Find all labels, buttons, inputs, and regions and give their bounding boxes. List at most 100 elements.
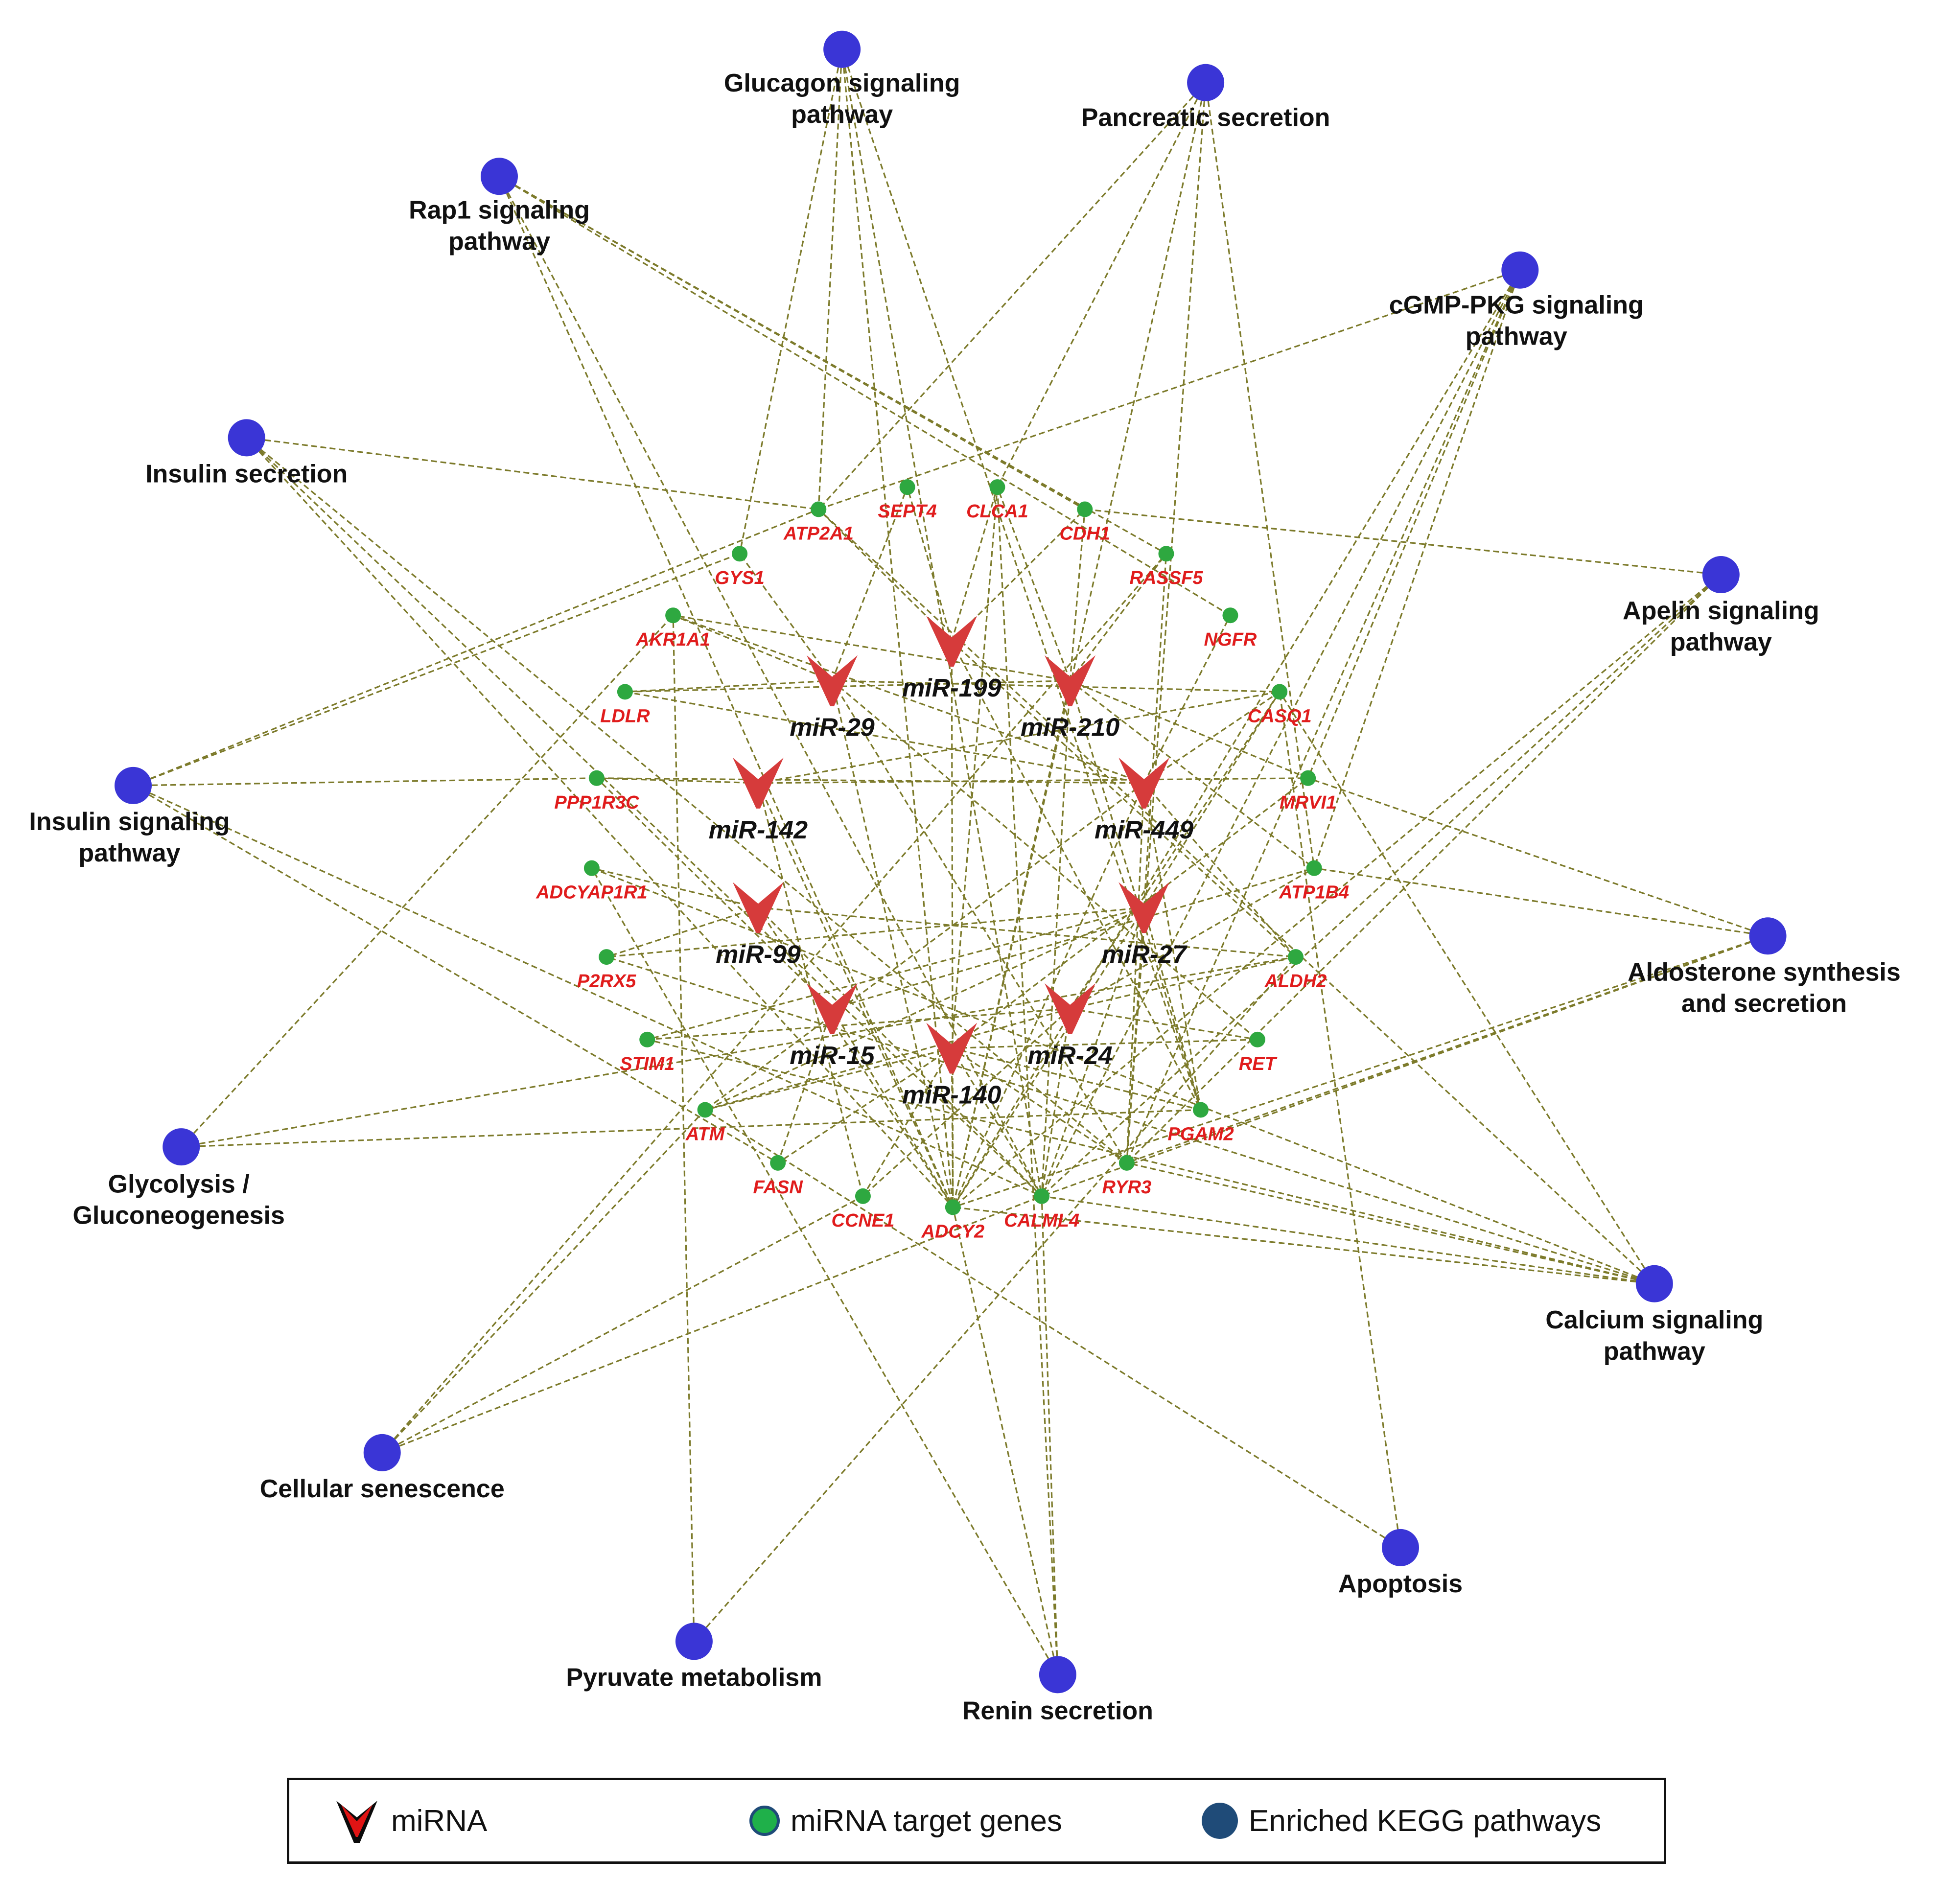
pathway-label-apelin: Apelin signaling [1623, 597, 1819, 625]
mirna-node-mir-142 [732, 757, 784, 809]
edge-mir-199-adcy2 [951, 641, 954, 1207]
gene-node-ngfr [1222, 607, 1238, 624]
edge-mir-24-casq1 [1069, 691, 1281, 1009]
pathway-label-insulin_sec: Insulin secretion [145, 460, 348, 488]
gene-label-mrvi1: MRVI1 [1280, 792, 1336, 813]
mirna-label-mir-29: miR-29 [790, 714, 874, 742]
edge-senescence-rassf5 [381, 553, 1167, 1453]
edge-calcium-calml4 [1041, 1195, 1655, 1285]
edge-mir-210-clca1 [996, 487, 1071, 681]
edge-senescence-atm [381, 1109, 706, 1453]
pathway-node-calcium [1635, 1265, 1673, 1302]
gene-node-clca1 [989, 479, 1005, 495]
gene-label-ngfr: NGFR [1204, 629, 1257, 650]
edge-pancreatic-atp2a1 [818, 82, 1207, 510]
mirna-label-mir-99: miR-99 [716, 940, 800, 969]
mirna-node-mir-449 [1118, 757, 1170, 809]
mirna-label-mir-15: miR-15 [790, 1042, 875, 1070]
edge-mir-24-calml4 [1041, 1008, 1071, 1197]
gene-label-fasn: FASN [753, 1177, 803, 1198]
pathway-node-rap1 [480, 158, 518, 195]
edge-senescence-calml4 [382, 1195, 1042, 1454]
mirna-label-mir-140: miR-140 [902, 1081, 1001, 1110]
edge-mir-140-adcy2 [951, 1048, 954, 1207]
edge-mir-99-p2rx5 [606, 906, 759, 958]
mirna-node-mir-199 [926, 616, 978, 667]
edge-mir-210-mrvi1 [1070, 680, 1308, 779]
edge-mir-24-stim1 [647, 1008, 1071, 1041]
gene-label-clca1: CLCA1 [966, 501, 1028, 522]
edge-mir-99-aldh2 [758, 906, 1296, 958]
gene-label-sept4: SEPT4 [878, 501, 936, 522]
edge-apoptosis-casq1 [1279, 692, 1401, 1548]
edge-insulin_sig-atp2a1 [133, 509, 819, 787]
mirna-label-mir-449: miR-449 [1095, 816, 1193, 844]
edge-mir-199-sept4 [907, 487, 953, 642]
gene-node-atm [697, 1102, 713, 1118]
edge-insulin_sig-ppp1r3c [133, 777, 597, 787]
mirna-label-mir-142: miR-142 [709, 816, 808, 844]
gene-label-stim1: STIM1 [620, 1054, 675, 1074]
edge-glucagon-atp2a1 [817, 49, 843, 510]
edge-mir-27-ryr3 [1126, 907, 1145, 1163]
legend-item-mirna: miRNA [333, 1780, 487, 1861]
legend: miRNA miRNA target genes Enriched KEGG p… [287, 1778, 1666, 1864]
edge-mir-142-mrvi1 [758, 777, 1308, 784]
edge-insulin_sig-fasn [133, 785, 778, 1164]
edge-cgmp-ryr3 [1126, 270, 1521, 1163]
edge-cgmp-atp2a1 [818, 269, 1520, 511]
edge-mir-29-akr1a1 [673, 614, 833, 682]
gene-node-fasn [770, 1155, 786, 1171]
pathway-node-cgmp [1501, 251, 1539, 289]
pathway-label-glycolysis: Glycolysis / [108, 1170, 250, 1199]
edge-calcium-atp2a1 [818, 509, 1655, 1284]
mirna-label-mir-27: miR-27 [1101, 940, 1187, 969]
gene-label-atm: ATM [685, 1124, 725, 1144]
gene-node-calml4 [1034, 1188, 1050, 1204]
pathway-label-aldosterone: Aldosterone synthesis [1628, 958, 1901, 986]
edge-rap1-ngfr [499, 175, 1231, 616]
pathway-label-apelin: pathway [1670, 628, 1772, 656]
gene-node-ryr3 [1118, 1155, 1135, 1171]
edge-mir-449-ppp1r3c [596, 777, 1144, 784]
pathway-label-cgmp: cGMP-PKG signaling [1389, 291, 1644, 319]
edge-senescence-ccne1 [381, 1195, 863, 1454]
pathway-label-calcium: Calcium signaling [1545, 1306, 1763, 1334]
edge-mir-142-ccne1 [757, 783, 864, 1197]
pathway-node-pyruvate [675, 1623, 713, 1660]
edge-aldosterone-adcy2 [953, 935, 1769, 1208]
edge-renin-adcyap1r1 [591, 867, 1059, 1675]
gene-node-pgam2 [1193, 1102, 1209, 1118]
edge-renin-clca1 [996, 487, 1059, 1675]
edge-mir-142-adcy2 [757, 783, 954, 1208]
edge-glycolysis-aldh2 [181, 956, 1296, 1148]
mirna-node-mir-99 [732, 882, 784, 933]
edge-mir-140-calml4 [951, 1047, 1043, 1197]
edge-cgmp-calml4 [1041, 270, 1521, 1197]
edge-mir-15-fasn [777, 1008, 833, 1163]
gene-node-atp1b4 [1306, 860, 1322, 876]
edge-mir-449-casq1 [1143, 691, 1281, 784]
edge-aldosterone-calml4 [1041, 935, 1769, 1197]
edge-glucagon-adcy2 [841, 49, 954, 1207]
mirna-node-mir-24 [1045, 983, 1096, 1034]
edge-mir-210-ldlr [625, 680, 1071, 693]
gene-label-atp2a1: ATP2A1 [783, 524, 854, 544]
legend-pathway-label: Enriched KEGG pathways [1249, 1804, 1602, 1838]
edge-calcium-p2rx5 [606, 956, 1655, 1285]
edge-glucagon-pgam2 [841, 49, 1202, 1110]
gene-node-ppp1r3c [588, 770, 605, 786]
edge-mir-199-pgam2 [951, 641, 1202, 1111]
edge-mir-210-pgam2 [1069, 680, 1202, 1110]
edge-mir-449-ryr3 [1126, 783, 1145, 1163]
edge-mir-29-ldlr [625, 680, 833, 693]
edge-mir-140-ryr3 [951, 1047, 1127, 1164]
edge-rap1-calml4 [498, 176, 1043, 1197]
pathway-label-glucagon: pathway [791, 100, 893, 129]
edge-mir-29-casq1 [832, 680, 1280, 693]
edge-mir-29-sept4 [831, 487, 908, 681]
edge-mir-24-aldh2 [1070, 956, 1296, 1010]
